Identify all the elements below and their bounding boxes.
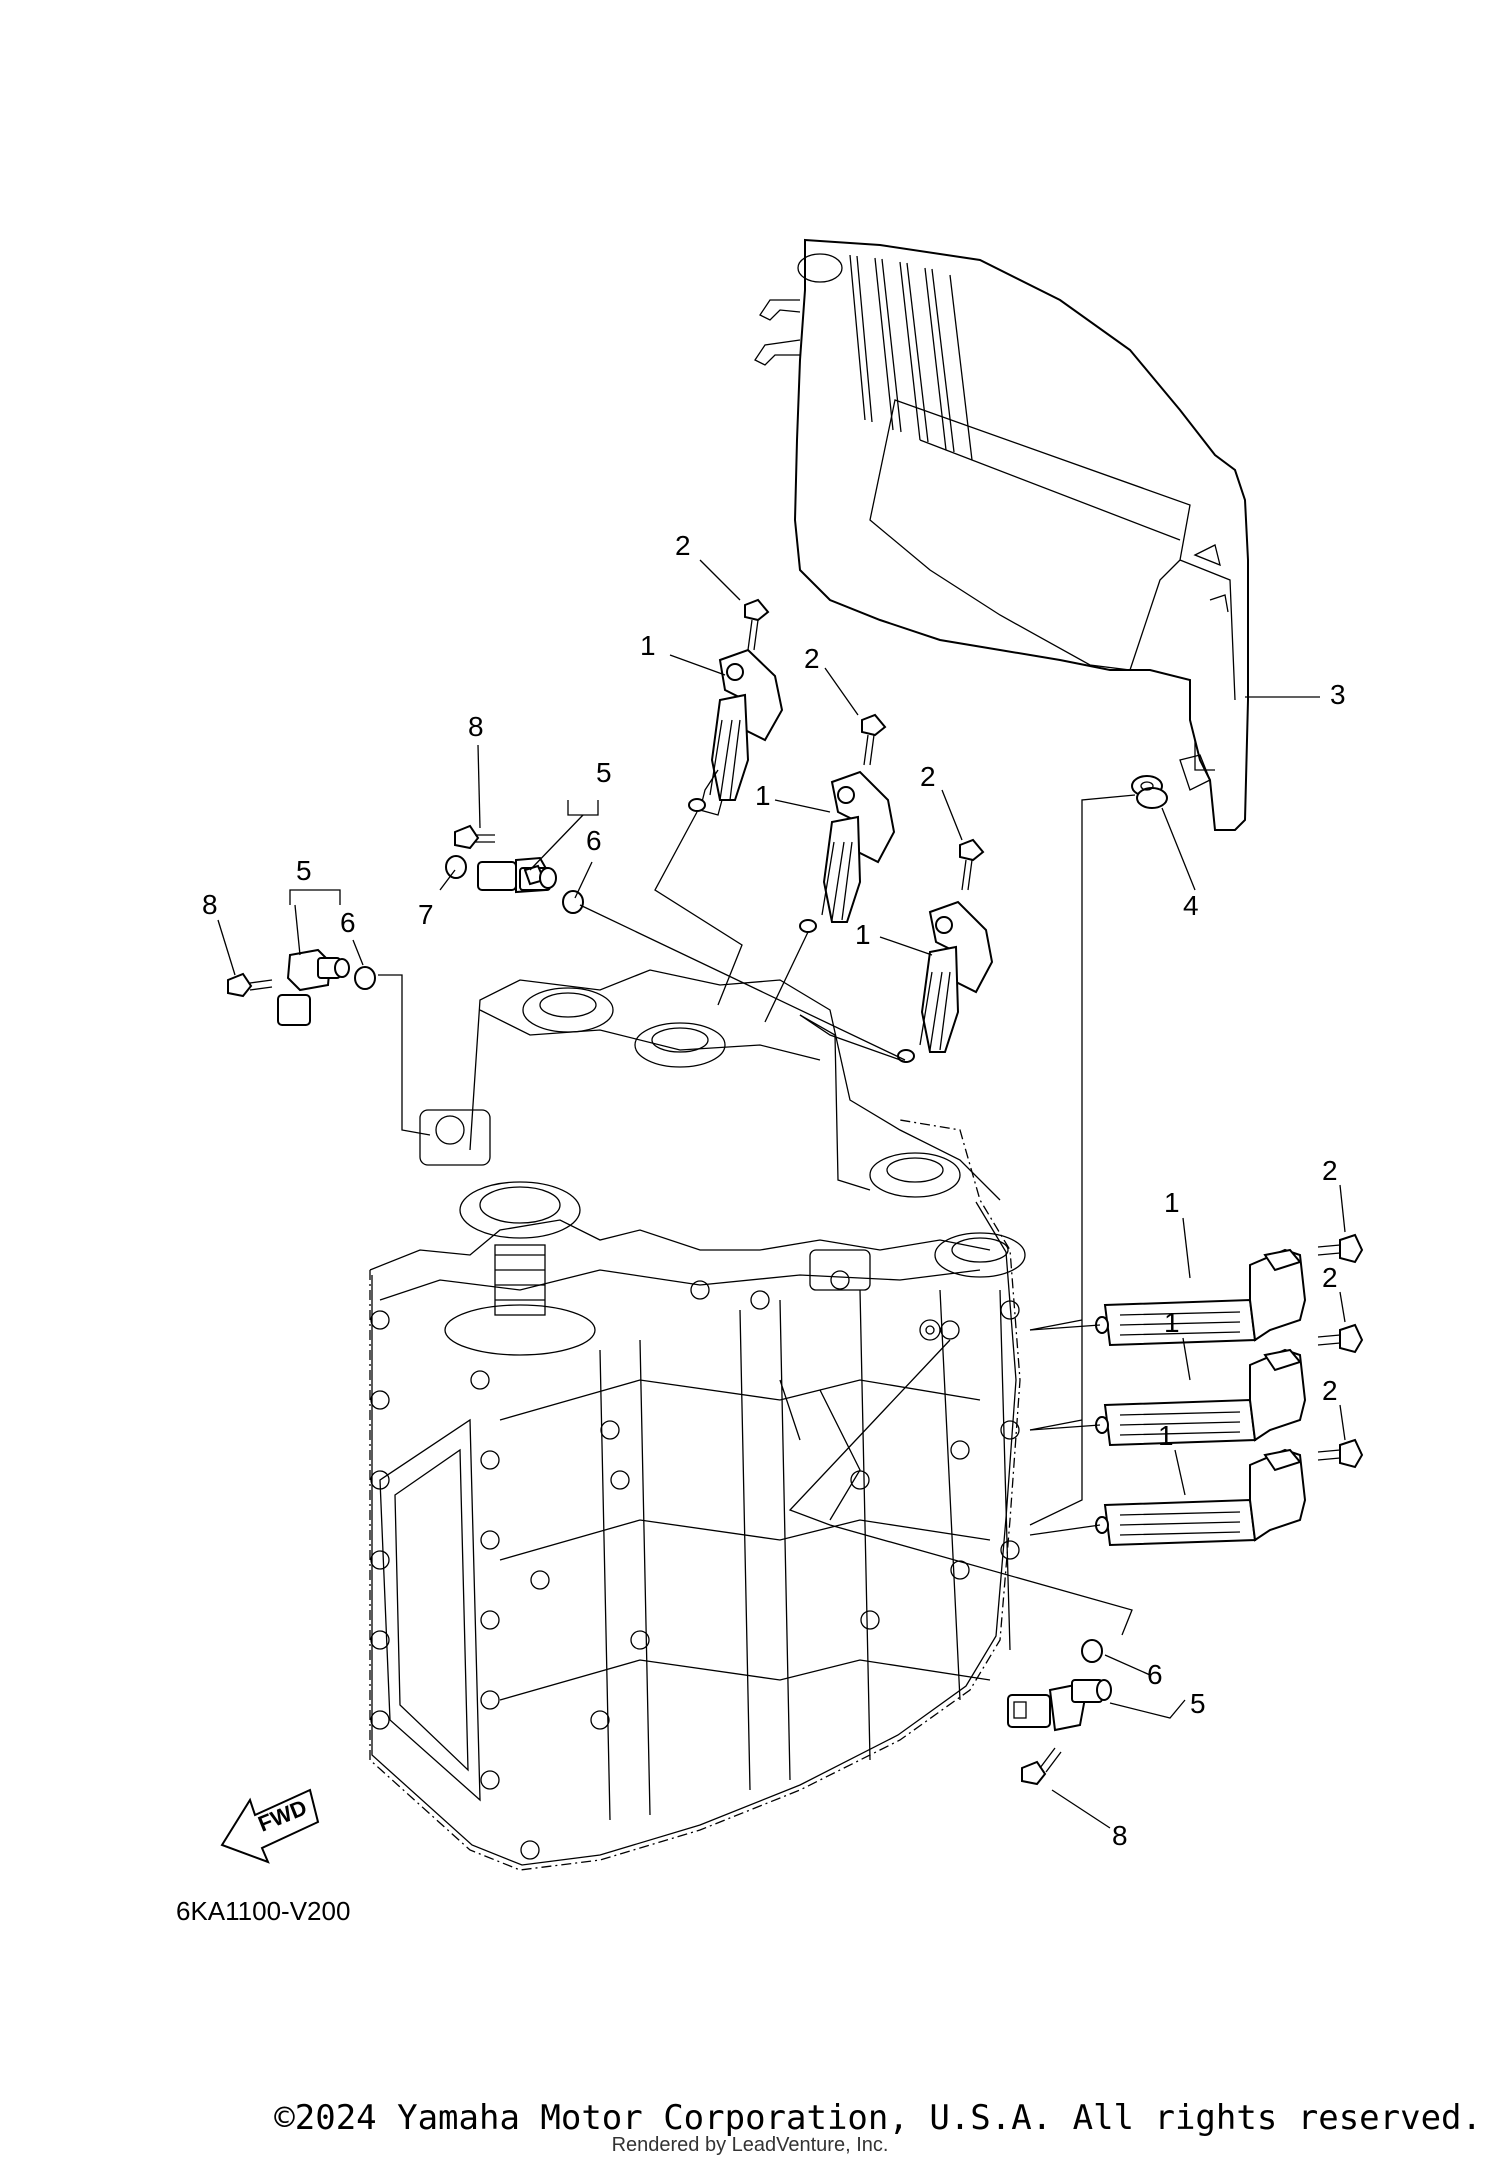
callout-8-a: 8: [468, 711, 484, 742]
sensor-left: [277, 948, 350, 1026]
fwd-arrow-icon: FWD: [220, 1788, 320, 1864]
callout-2-f: 2: [1322, 1375, 1338, 1406]
callout-leaders: [217, 559, 1346, 1829]
callout-5-a: 5: [596, 757, 612, 788]
callout-5-c: 5: [1190, 1688, 1206, 1719]
callout-2-c: 2: [920, 761, 936, 792]
callout-1-c: 1: [855, 919, 871, 950]
copyright-notice: ©2024 Yamaha Motor Corporation, U.S.A. A…: [274, 2098, 1482, 2138]
cover-part-3: [754, 238, 1249, 831]
callout-6-a: 6: [586, 825, 602, 856]
ignition-coil-upper-3: [897, 900, 994, 1063]
ignition-coil-right-3: [1095, 1448, 1307, 1547]
ignition-coil-upper-2: [799, 770, 896, 933]
callout-1-b: 1: [755, 780, 771, 811]
diagram-code: 6KA1100-V200: [176, 1896, 350, 1926]
callout-8-b: 8: [202, 889, 218, 920]
callout-2-b: 2: [804, 643, 820, 674]
callout-1-e: 1: [1164, 1307, 1180, 1338]
callout-1-f: 1: [1158, 1420, 1174, 1451]
callout-6-c: 6: [1147, 1659, 1163, 1690]
callout-4: 4: [1183, 890, 1199, 921]
callout-7: 7: [418, 899, 434, 930]
callout-1-d: 1: [1164, 1187, 1180, 1218]
ignition-coil-upper-1: [688, 648, 784, 816]
callout-3: 3: [1330, 679, 1346, 710]
sensor-lower: [1007, 1679, 1112, 1732]
bolts-part-2: [744, 598, 1364, 1469]
callout-2-e: 2: [1322, 1262, 1338, 1293]
ignition-coil-right-2: [1095, 1348, 1307, 1447]
engine-block-drawing: [369, 969, 1026, 1871]
grommet-part-4: [1131, 775, 1168, 809]
callout-numbers: 2 1 2 1 2 1 3 4 8 5 6 7 5 8 6 2 1 2 1 2 …: [202, 530, 1346, 1851]
callout-6-b: 6: [340, 907, 356, 938]
ignition-coil-right-1: [1095, 1248, 1307, 1347]
rendered-by-notice: Rendered by LeadVenture, Inc.: [611, 2134, 889, 2156]
sensor-upper: [477, 856, 557, 894]
callout-2-a: 2: [675, 530, 691, 561]
o-rings: [354, 855, 1103, 1663]
bolts-part-8: [227, 824, 1062, 1786]
callout-2-d: 2: [1322, 1155, 1338, 1186]
assembly-lines: [378, 794, 1136, 1636]
callout-8-c: 8: [1112, 1820, 1128, 1851]
callout-1-a: 1: [640, 630, 656, 661]
callout-5-b: 5: [296, 855, 312, 886]
